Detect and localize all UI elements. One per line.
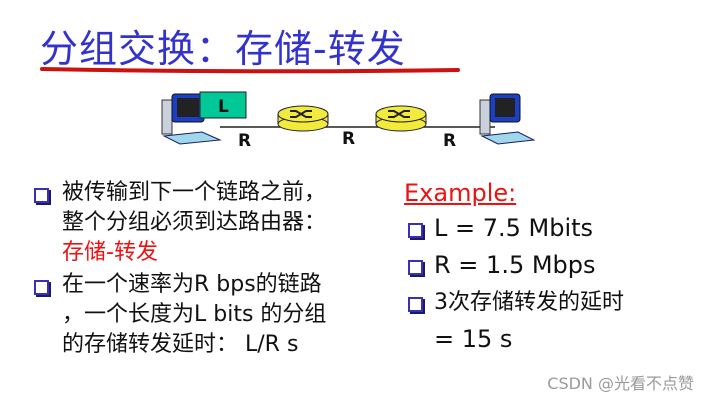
highlight-text: 存储-转发 [62,240,158,265]
square-bullet-icon [34,188,49,203]
example-heading: Example: [404,179,517,207]
source-computer-icon [161,93,222,145]
square-bullet-icon [408,297,423,312]
router-icon-1 [277,105,329,132]
example-panel: Example: L = 7.5 Mbits R = 1.5 Mbps 3次存储… [404,176,704,358]
example-item: R = 1.5 Mbps [404,247,704,284]
bullet-item: 被传输到下一个链路之前， 整个分组必须到达路由器： 存储-转发 [32,178,392,268]
left-bullet-list: 被传输到下一个链路之前， 整个分组必须到达路由器： 存储-转发 在一个速率为R … [32,178,392,360]
title-underline [40,67,460,74]
bullet-item: 在一个速率为R bps的链路 ，一个长度为L bits 的分组 的存储转发延时：… [32,270,392,360]
link-rate-label: R [443,131,456,151]
link-rate-label: R [238,131,251,151]
square-bullet-icon [34,280,49,295]
watermark: CSDN @光看不点赞 [547,374,694,393]
destination-computer-icon [479,93,536,145]
square-bullet-icon [408,260,423,275]
router-icon-2 [375,105,427,132]
square-bullet-icon [408,223,423,238]
packet-icon: L [199,91,247,119]
example-item: L = 7.5 Mbits [404,210,704,247]
svg-text:L: L [218,97,229,117]
store-forward-diagram: L R R R [150,86,536,152]
link-rate-label: R [342,129,355,149]
example-result: = 15 s [434,325,513,353]
example-item: 3次存储转发的延时 [404,284,704,321]
slide-title: 分组交换：存储-转发 [40,27,406,71]
